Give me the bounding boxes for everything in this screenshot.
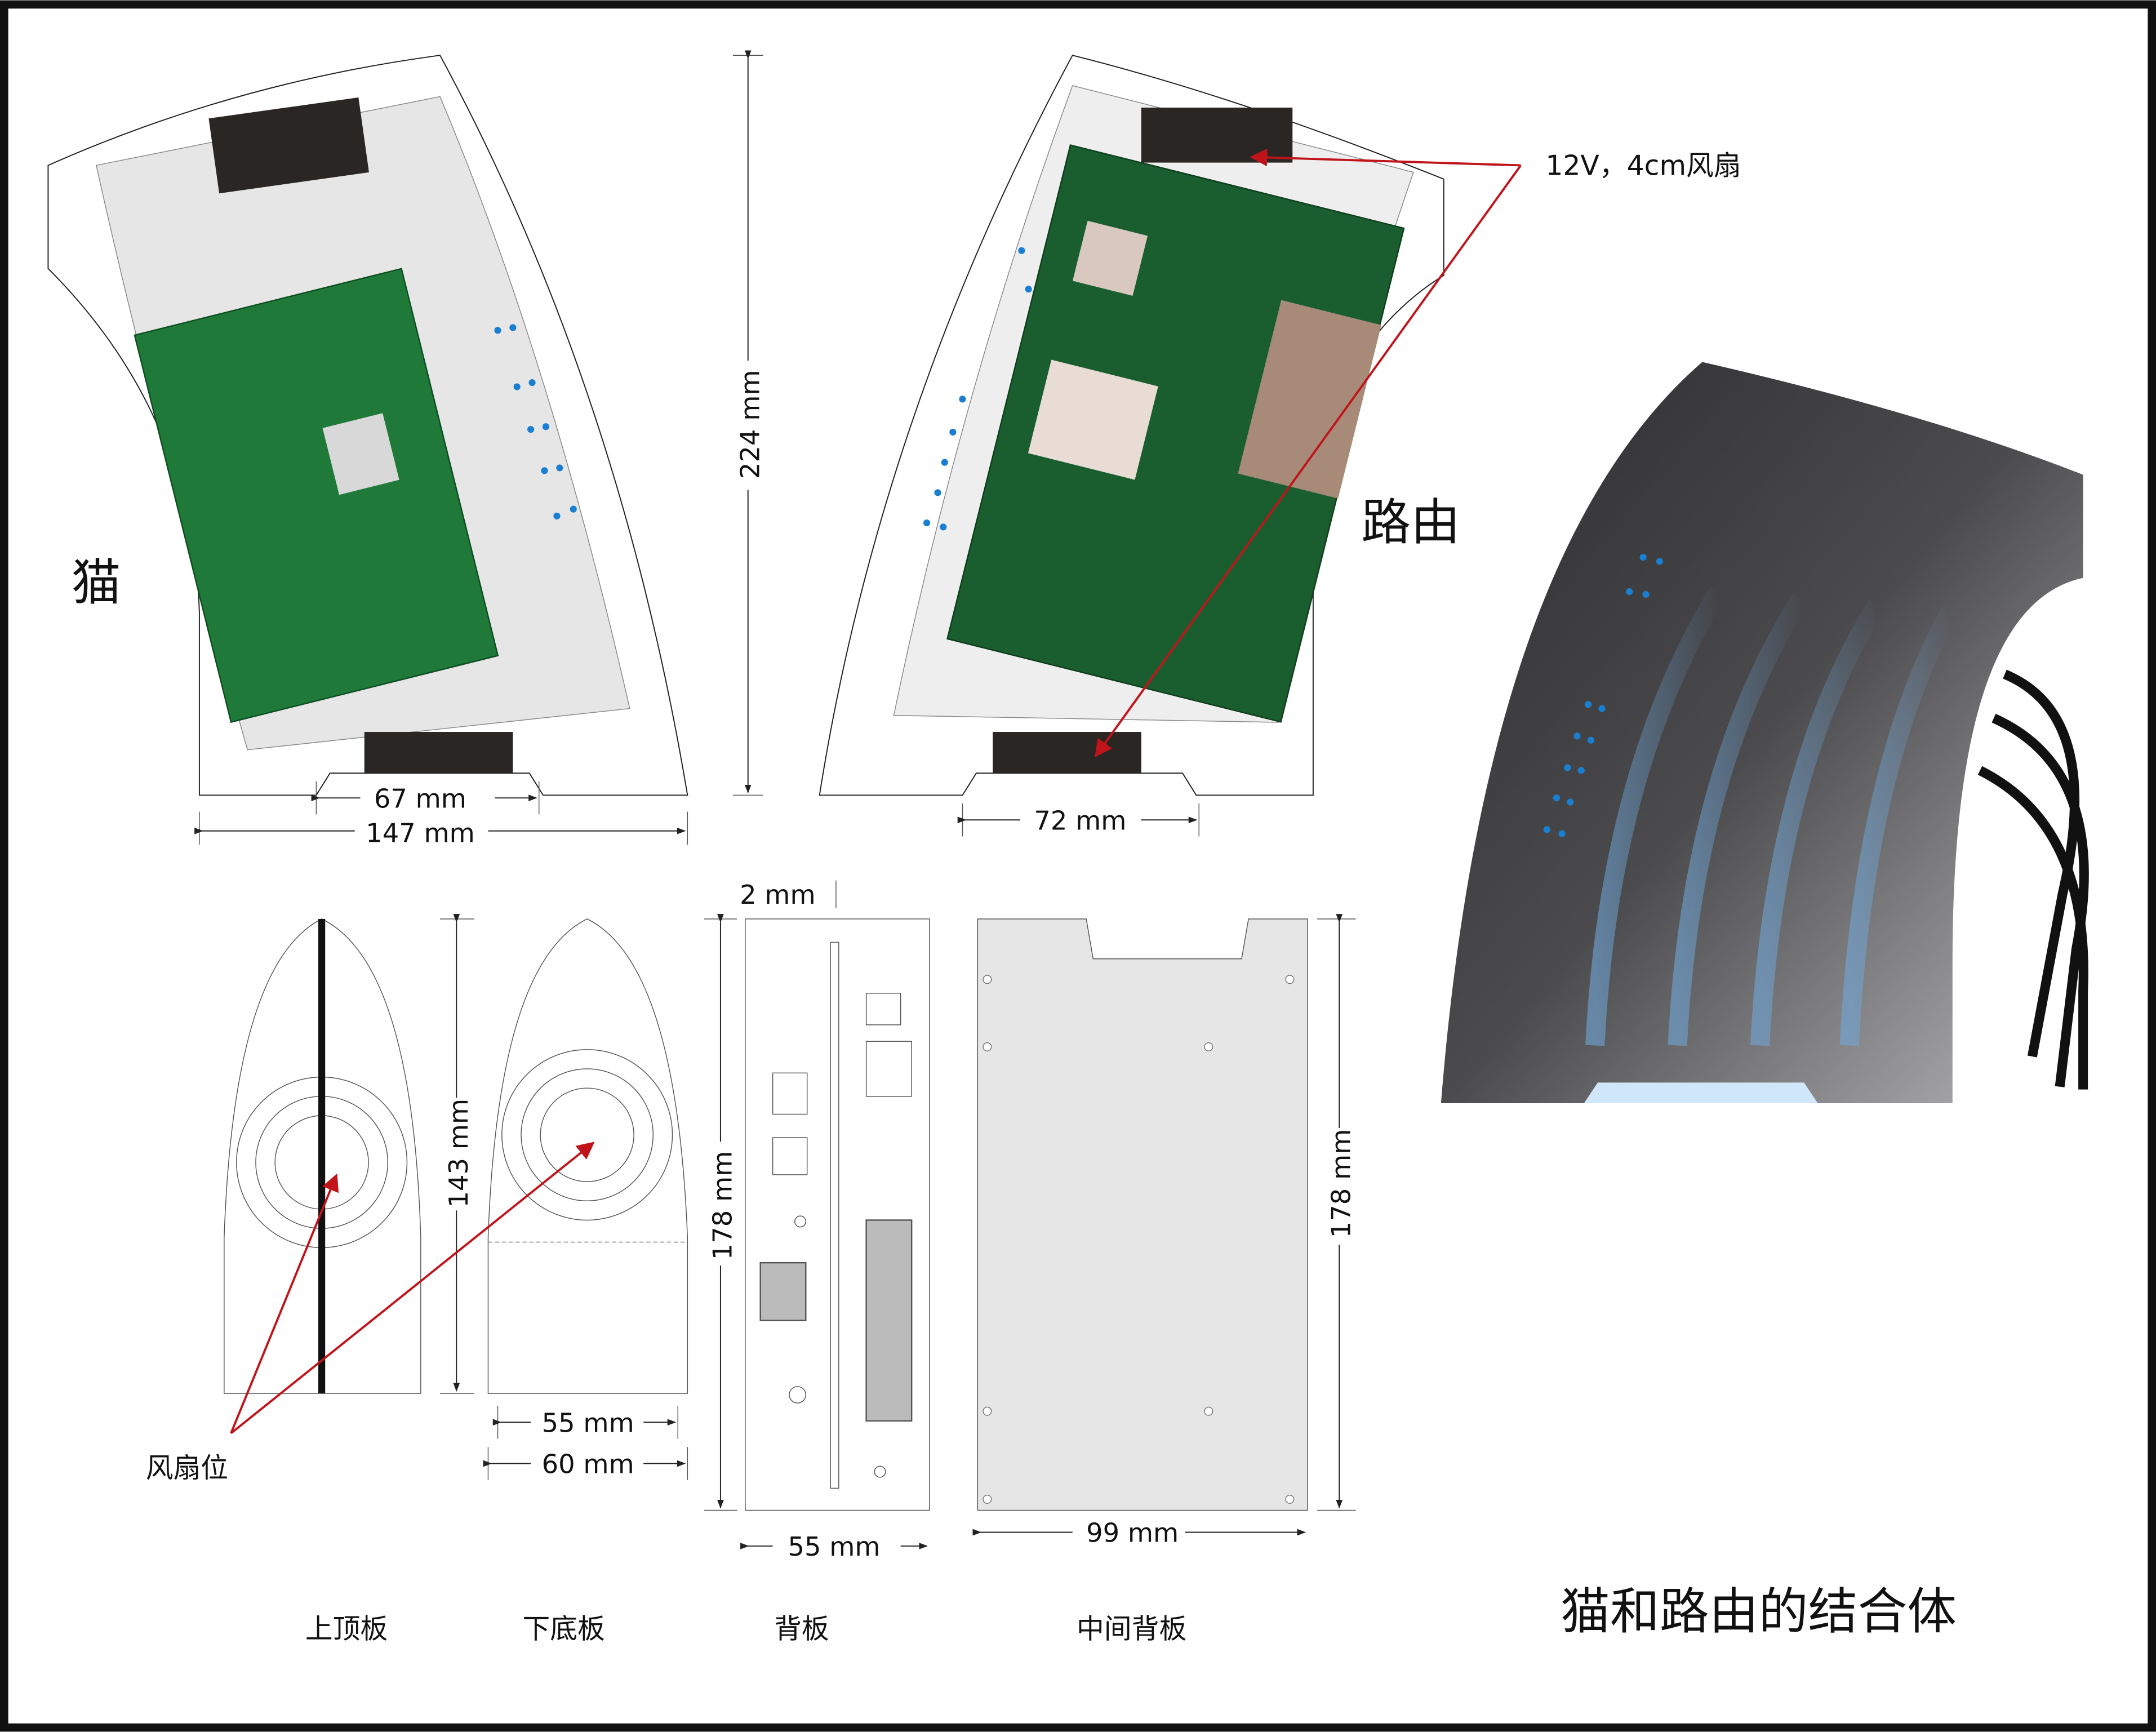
middle-panel-outline <box>977 918 1308 1511</box>
router-shield <box>1238 300 1381 499</box>
dim-height-side: 224 mm <box>735 370 765 479</box>
dim-mid-width: 99 mm <box>1086 1518 1179 1548</box>
modem-label: 猫 <box>72 554 121 612</box>
dim-back-height: 178 mm <box>707 1151 737 1260</box>
modem-top-fan <box>208 97 369 194</box>
modem-heatsink <box>322 413 399 495</box>
router-heatsink-small <box>1072 220 1148 296</box>
device-rendering: 猫和路由的结合体 <box>1441 362 2089 1640</box>
top-panel-drawing: 上顶板 <box>224 918 421 1645</box>
modem-pcb <box>134 268 499 723</box>
top-panel-label: 上顶板 <box>305 1613 388 1645</box>
device-bottom-glow <box>1584 1082 1818 1104</box>
modem-leds <box>494 324 577 519</box>
back-panel-drawing: 2 mm 178 mm 55 mm 背板 <box>704 880 930 1645</box>
router-leds <box>923 247 1032 531</box>
dim-fan-width-modem: 67 mm <box>374 783 466 814</box>
router-bottom-fan <box>993 732 1141 774</box>
router-label: 路由 <box>1361 493 1460 551</box>
router-side-view: 路由 12V，4cm风扇 72 mm <box>819 55 1741 837</box>
bottom-panel-outline <box>487 918 688 1394</box>
modem-bottom-fan <box>364 732 513 774</box>
fan-arrow-bottom <box>230 1142 595 1435</box>
fan-note-label: 12V，4cm风扇 <box>1545 150 1741 182</box>
dim-gap: 2 mm <box>740 880 816 910</box>
fan-arrow-top <box>230 1173 339 1434</box>
device-cables <box>1977 669 2089 1090</box>
dim-mid-height: 178 mm <box>1326 1129 1357 1238</box>
back-wan-port <box>759 1262 807 1321</box>
dim-fan-width-router: 72 mm <box>1034 805 1126 836</box>
fan-position-label: 风扇位 <box>146 1452 228 1484</box>
dim-outer-width: 60 mm <box>542 1449 634 1480</box>
router-heatsink <box>1028 359 1158 480</box>
title-label: 猫和路由的结合体 <box>1561 1582 1957 1640</box>
bottom-panel-label: 下底板 <box>522 1613 604 1645</box>
back-panel-label: 背板 <box>774 1613 829 1645</box>
dim-panel-height: 143 mm <box>443 1099 474 1208</box>
middle-panel-drawing: 178 mm 99 mm 中间背板 <box>972 914 1357 1645</box>
device-leds <box>1543 553 1664 837</box>
back-lan-ports <box>865 1219 913 1422</box>
dim-back-width: 55 mm <box>788 1531 881 1562</box>
bottom-panel-drawing: 143 mm 55 mm 60 mm 下底板 <box>440 914 688 1645</box>
middle-panel-label: 中间背板 <box>1077 1613 1186 1645</box>
back-panel-outline <box>745 918 930 1511</box>
modem-side-view: 猫 224 mm 67 mm 147 mm <box>47 50 765 848</box>
dim-inner-width: 55 mm <box>542 1407 634 1438</box>
router-top-fan <box>1141 107 1293 163</box>
dim-depth-side: 147 mm <box>366 818 475 848</box>
